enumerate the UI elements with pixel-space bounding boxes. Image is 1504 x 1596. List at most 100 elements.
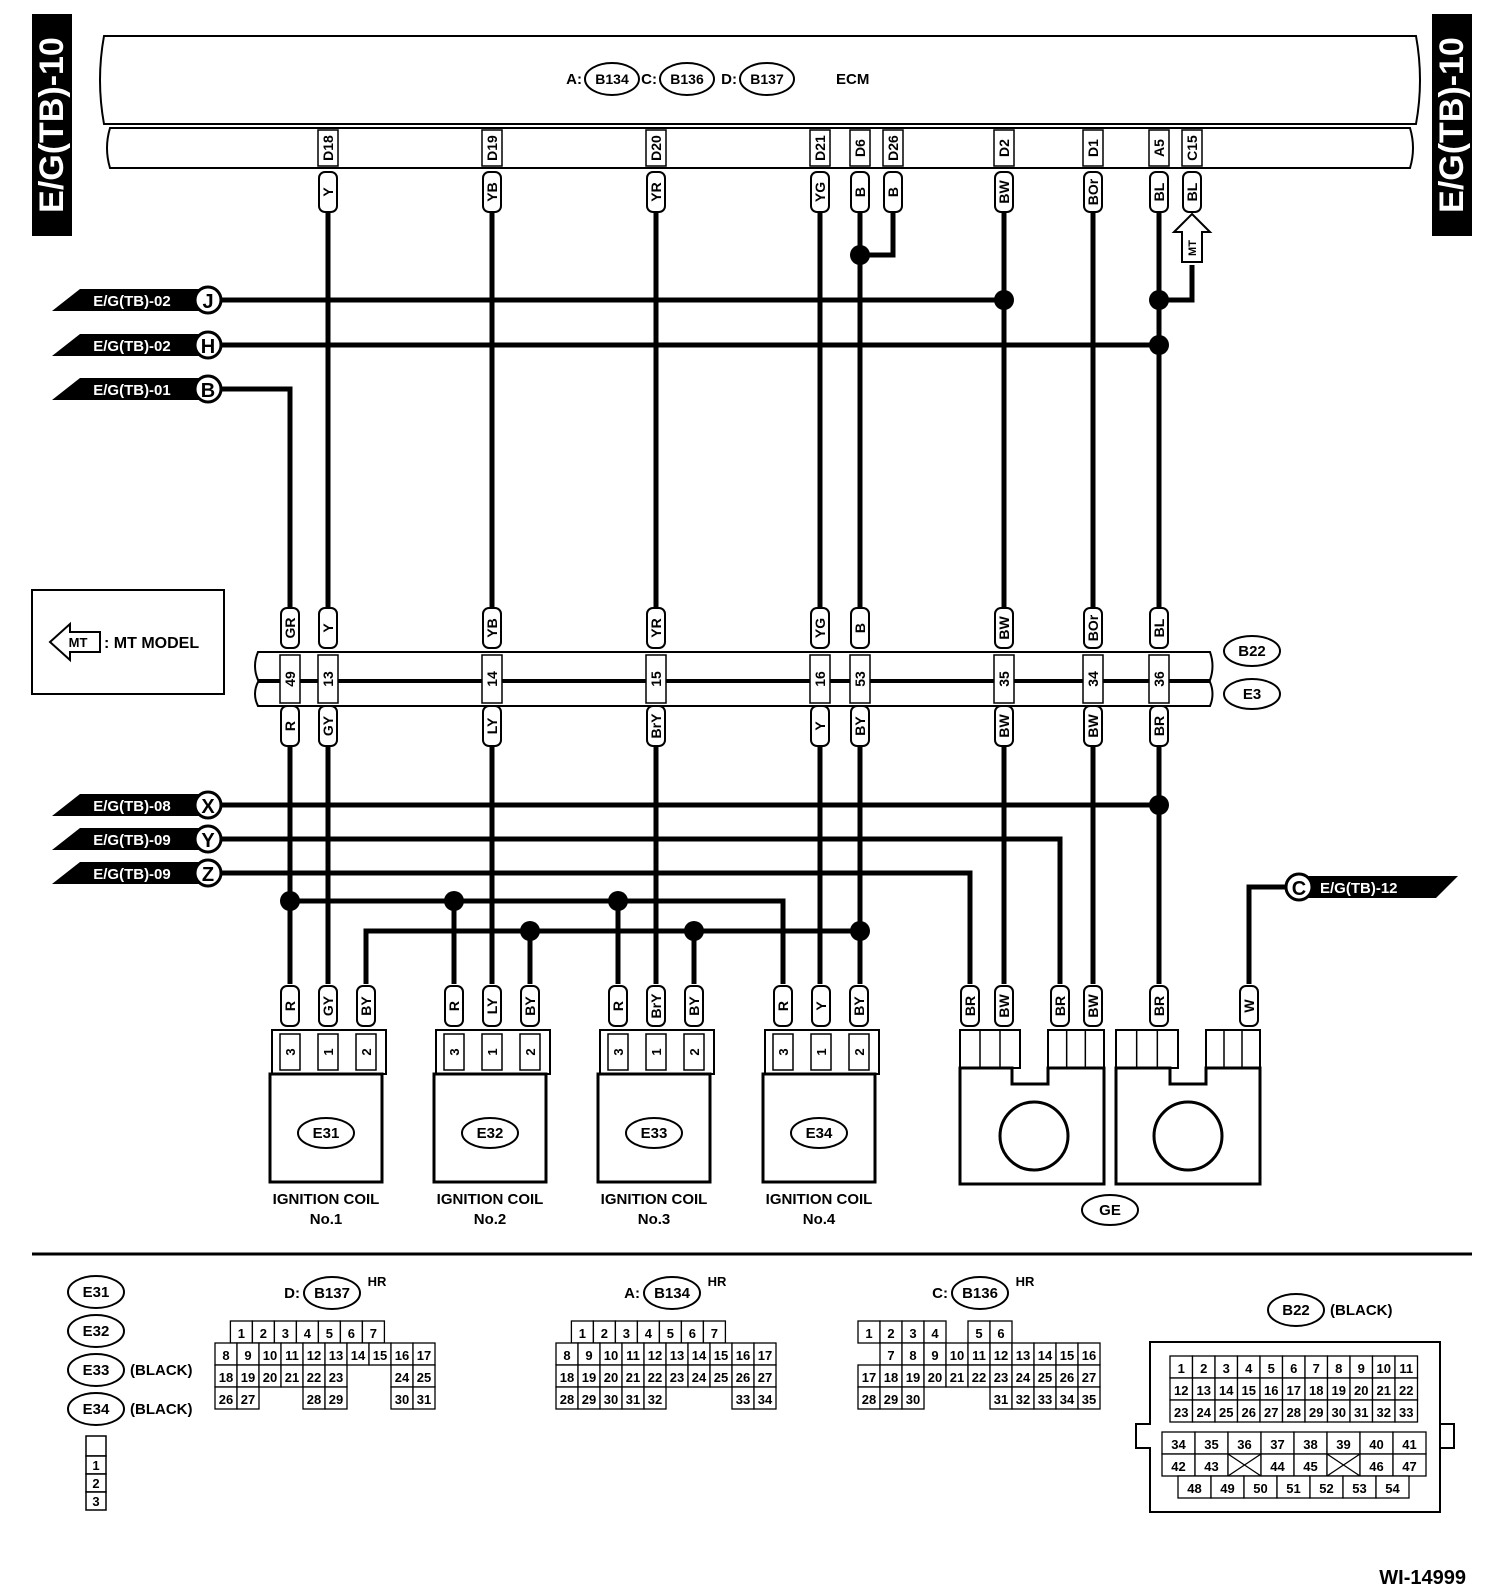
- svg-text:YG: YG: [812, 618, 828, 638]
- wire-junction: [608, 891, 628, 911]
- pin-number: 13: [329, 1348, 343, 1363]
- coil-pin-cell: [355, 1033, 377, 1071]
- offpage-ref: E/G(TB)-09: [93, 866, 171, 883]
- svg-text:BW: BW: [996, 180, 1012, 204]
- pin-number: 29: [884, 1392, 898, 1407]
- coil-list-id: E34: [83, 1401, 110, 1418]
- offpage-letter-circle: [193, 824, 223, 854]
- pin-number: 31: [994, 1392, 1008, 1407]
- ecm-pin-cell: [317, 129, 339, 167]
- coil-pin-cell: [848, 1033, 870, 1071]
- ecm-conn-prefix: D:: [721, 71, 737, 88]
- joint-top-color: YB: [482, 607, 502, 649]
- svg-text:R: R: [282, 1001, 298, 1011]
- pin-cell: [236, 1386, 260, 1410]
- ecm-pin-label: D2: [996, 139, 1012, 157]
- joint-label-oval: [1223, 678, 1281, 710]
- pin-number: 18: [1309, 1383, 1323, 1398]
- ecm-pin-label: A5: [1151, 139, 1167, 157]
- pin-number: 34: [1060, 1392, 1075, 1407]
- pin-number: 10: [1377, 1361, 1391, 1376]
- pin-cell: [1077, 1386, 1101, 1410]
- coil-pin-view-cell: [85, 1491, 107, 1511]
- b22-latch: [1440, 1423, 1455, 1449]
- joint-bottom-color: BrY: [646, 705, 666, 747]
- pin-number: 42: [1171, 1459, 1185, 1474]
- offpage-letter-circle: [193, 790, 223, 820]
- svg-text:Y: Y: [812, 721, 828, 731]
- joint-pin-cell: [481, 654, 503, 704]
- pin-number: 16: [1264, 1383, 1278, 1398]
- svg-text:BW: BW: [996, 616, 1012, 640]
- coil-list-oval: [67, 1314, 125, 1348]
- view-id: B136: [962, 1285, 998, 1302]
- pin-cell: [324, 1386, 348, 1410]
- pin-number: 17: [417, 1348, 431, 1363]
- legend-tag: MT: [69, 635, 88, 650]
- svg-text:BW: BW: [1085, 994, 1101, 1018]
- ecm-pin-strip: [106, 127, 1414, 169]
- joint-bottom-color: Y: [810, 705, 830, 747]
- coil-name: IGNITION COIL: [766, 1191, 873, 1208]
- pin-number: 29: [582, 1392, 596, 1407]
- pin-number: 28: [560, 1392, 574, 1407]
- pin-number: 18: [560, 1370, 574, 1385]
- view-prefix: D:: [284, 1285, 300, 1302]
- pin-number: 5: [326, 1326, 333, 1341]
- legend-box: [31, 589, 225, 695]
- pin-number: 54: [1385, 1481, 1400, 1496]
- svg-text:Y: Y: [813, 1001, 829, 1011]
- coil-wire-color: BY: [849, 985, 869, 1027]
- view-id: B137: [314, 1285, 350, 1302]
- svg-text:B: B: [852, 187, 868, 197]
- svg-text:BY: BY: [358, 996, 374, 1016]
- joint-pin: 15: [648, 671, 664, 687]
- coil-ground-bus: [363, 928, 860, 984]
- joint-bottom-color: LY: [482, 705, 502, 747]
- joint-top-color: GR: [280, 607, 300, 649]
- figure-id: WI-14999: [1379, 1567, 1466, 1589]
- pin-number: 15: [1060, 1348, 1074, 1363]
- pin-number: 13: [1197, 1383, 1211, 1398]
- view-sup: HR: [708, 1274, 727, 1289]
- coil-pin-cell: [519, 1033, 541, 1071]
- svg-text:BY: BY: [686, 996, 702, 1016]
- offpage-letter: J: [202, 291, 213, 313]
- pin-number: 31: [417, 1392, 431, 1407]
- ecm-pin-cell: [809, 129, 831, 167]
- ecm-pin-label: D1: [1085, 139, 1101, 157]
- ecm-pins: D18YD19YBD20YRD21YGD6BD26BD2BWD1BOrA5BLC…: [317, 129, 1213, 263]
- view-oval: [643, 1276, 701, 1310]
- coil-number: No.4: [803, 1211, 836, 1228]
- pin-number: 45: [1303, 1459, 1317, 1474]
- wires: [218, 190, 1290, 984]
- pin-number: 9: [1358, 1361, 1365, 1376]
- svg-text:Y: Y: [320, 623, 336, 633]
- coil-name: IGNITION COIL: [273, 1191, 380, 1208]
- joint-pin: 16: [812, 671, 828, 687]
- coil-id: E31: [313, 1125, 340, 1142]
- ecm-conn-prefix: A:: [566, 71, 582, 88]
- pin-number: 22: [1399, 1383, 1413, 1398]
- coil-pin: 2: [523, 1048, 538, 1055]
- pin-number: 20: [604, 1370, 618, 1385]
- wire-junction: [684, 921, 704, 941]
- pin-number: 26: [736, 1370, 750, 1385]
- pin-cell: [901, 1386, 925, 1410]
- pin-number: 4: [304, 1326, 312, 1341]
- pin-number: 2: [260, 1326, 267, 1341]
- joint-top-color: Y: [318, 607, 338, 649]
- pin-number: 16: [395, 1348, 409, 1363]
- pin-number: 14: [692, 1348, 707, 1363]
- pin-number: 51: [1286, 1481, 1300, 1496]
- pin-number: 8: [909, 1348, 916, 1363]
- coil-pin: 3: [447, 1048, 462, 1055]
- ecm-pin-label: D19: [484, 135, 500, 161]
- ground-label: GE: [1099, 1202, 1121, 1219]
- pin-number: 30: [604, 1392, 618, 1407]
- ecm-conn-id: B134: [595, 71, 629, 87]
- pin-number: 24: [692, 1370, 707, 1385]
